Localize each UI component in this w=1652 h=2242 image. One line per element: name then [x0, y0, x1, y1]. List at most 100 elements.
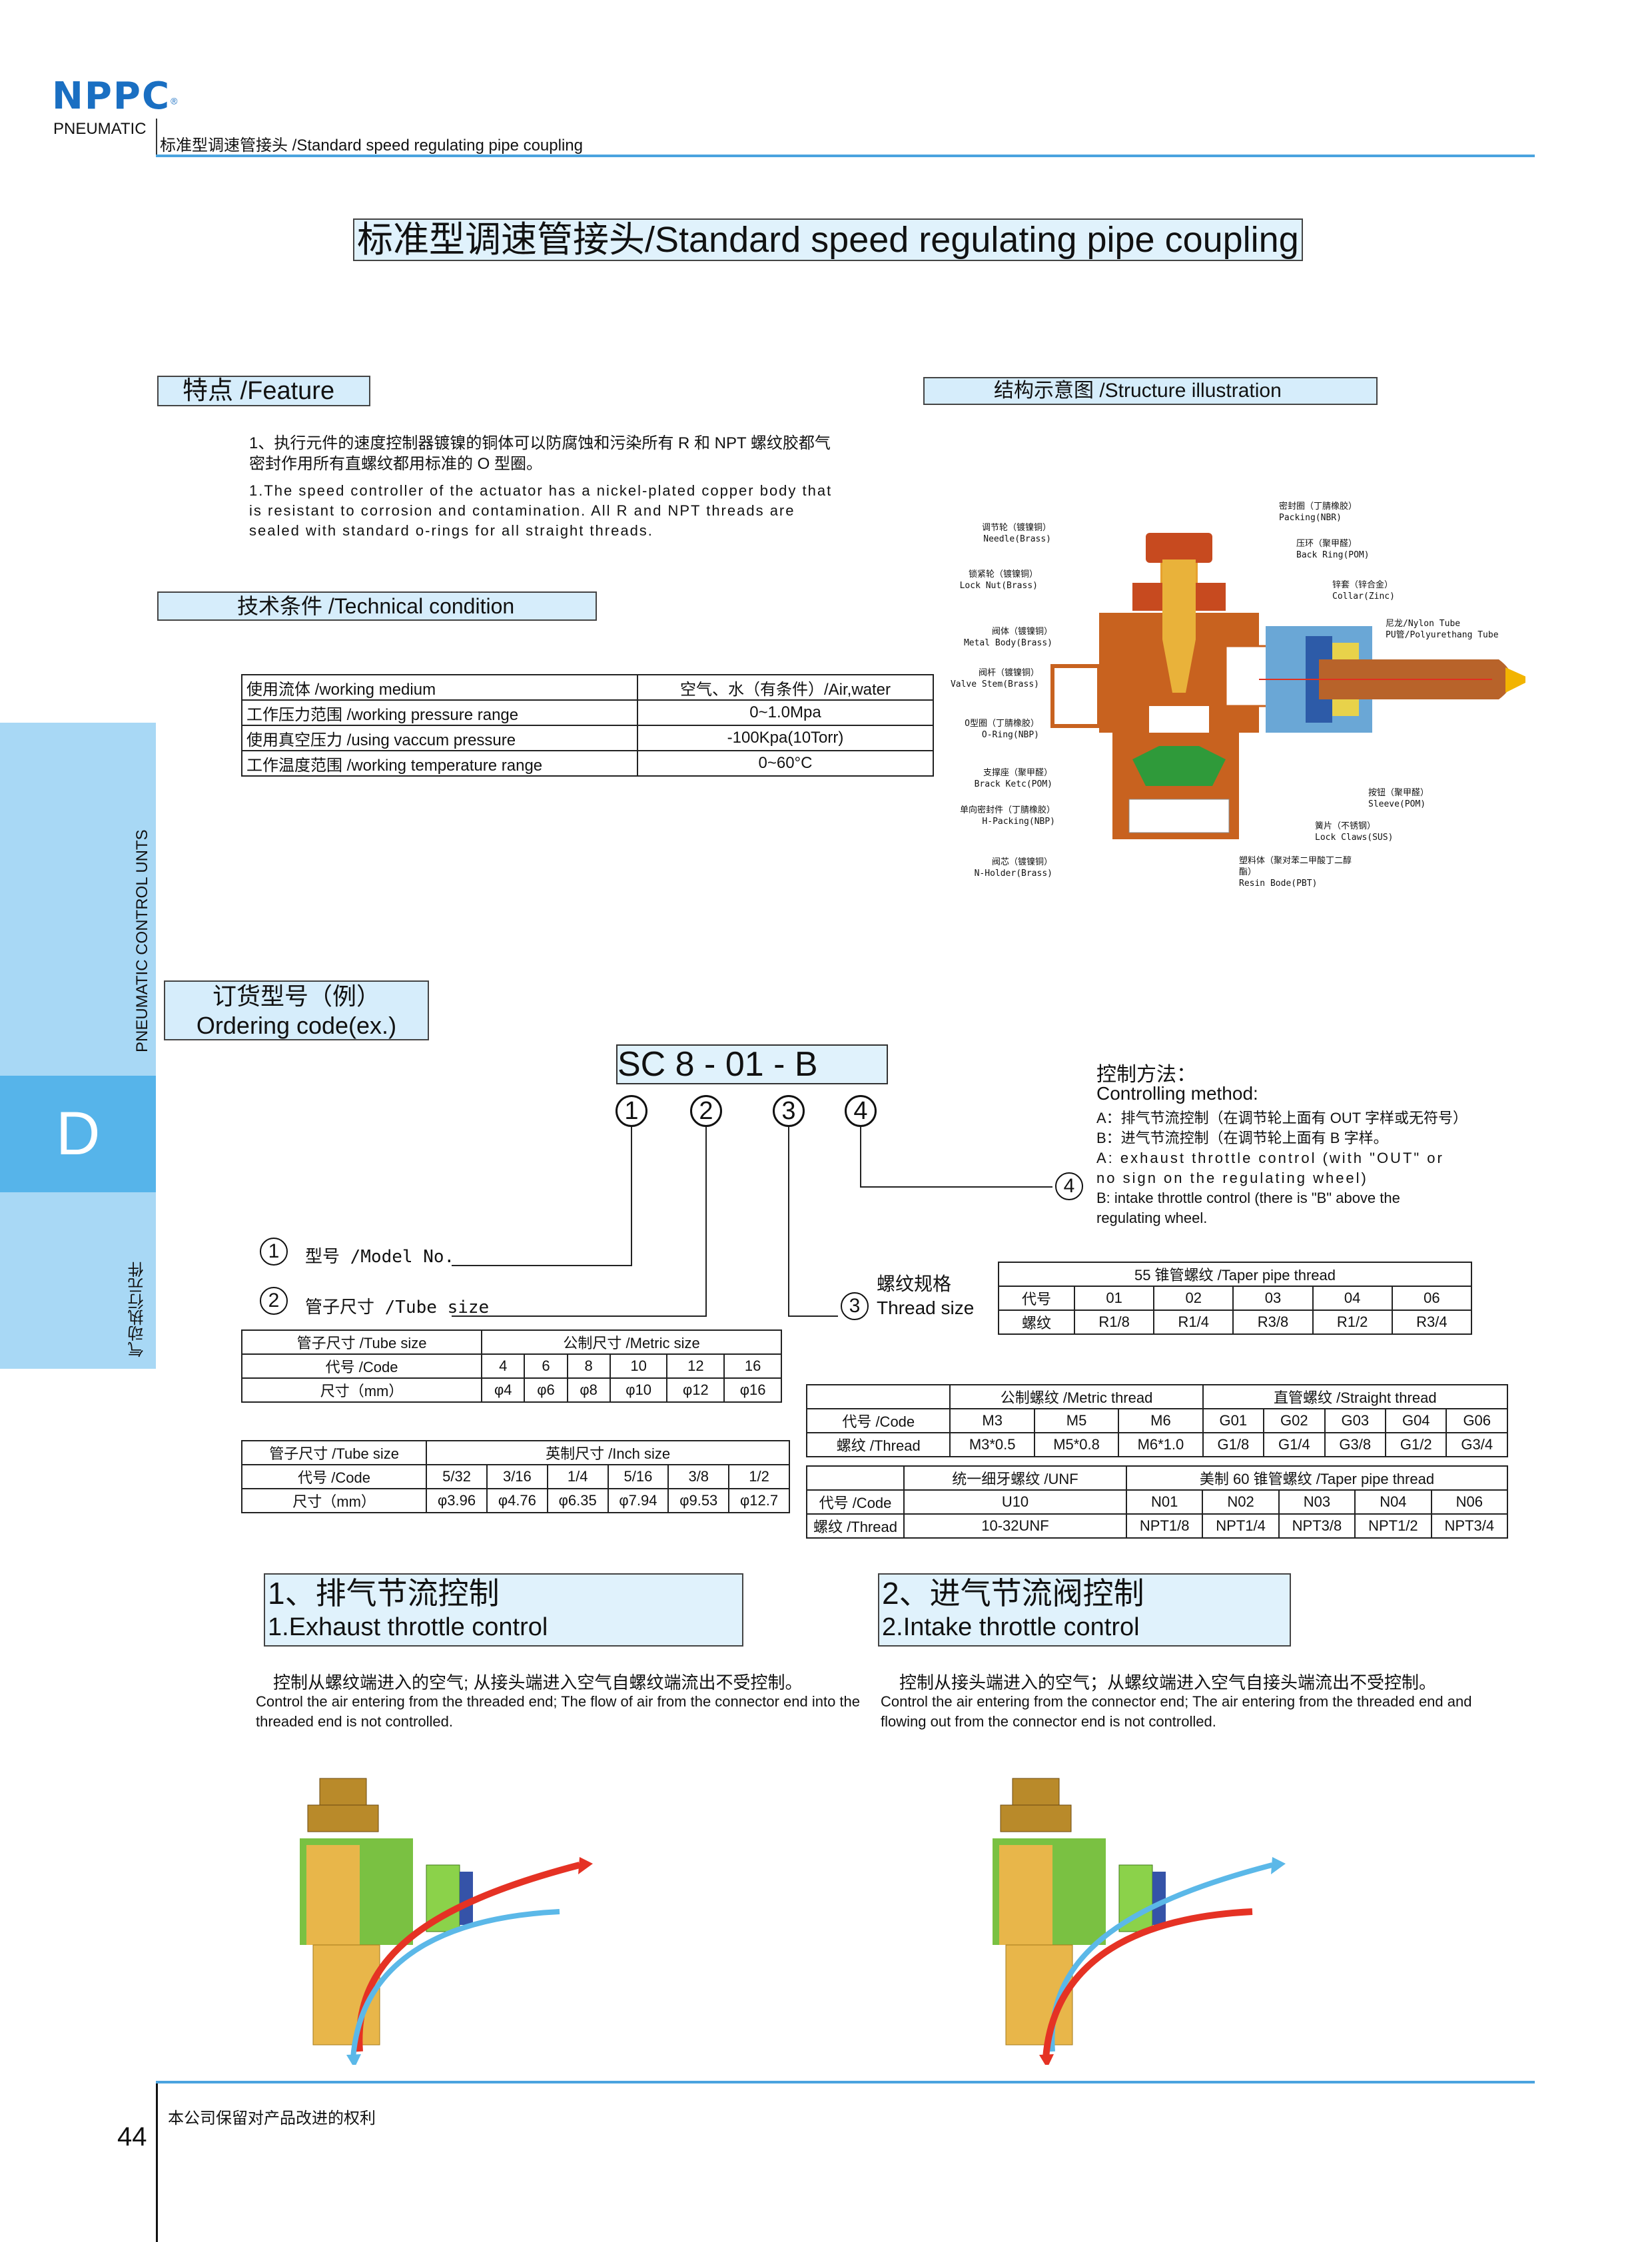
table-title: 公制尺寸 /Metric size — [481, 1329, 782, 1355]
thread-size-en: Thread size — [877, 1298, 975, 1318]
intake-heading: 2、进气节流阀控制 2.Intake throttle control — [878, 1573, 1291, 1647]
bracket — [1132, 746, 1226, 786]
cell: N06 — [1430, 1489, 1509, 1515]
passage — [1050, 664, 1101, 728]
cell: G1/4 — [1263, 1432, 1326, 1457]
ordering-heading-en: Ordering code(ex.) — [196, 1012, 397, 1039]
cell-value: 0~1.0Mpa — [637, 699, 934, 726]
footer-rule — [156, 2081, 1535, 2083]
release-ring — [1152, 1872, 1166, 1925]
code-num-4: 4 — [845, 1095, 877, 1127]
control-method-desc: A：排气节流控制（在调节轮上面有 OUT 字样或无符号） B：进气节流控制（在调… — [1096, 1108, 1467, 1228]
table-row: 螺纹 /Thread 10-32UNF NPT1/8 NPT1/4 NPT3/8… — [806, 1513, 1509, 1539]
cell: R1/2 — [1312, 1309, 1393, 1335]
page-title: 标准型调速管接头/Standard speed regulating pipe … — [353, 218, 1303, 261]
thread-table: 公制螺纹 /Metric thread 直管螺纹 /Straight threa… — [805, 1384, 1509, 1457]
cell: 5/32 — [426, 1464, 488, 1489]
inner-chamber — [1149, 706, 1209, 733]
adjust-knob — [319, 1778, 367, 1806]
label-resin-body: 塑料体（聚对苯二甲酸丁二醇酯）Resin Bode(PBT) — [1239, 856, 1352, 889]
cell: φ4.76 — [486, 1488, 548, 1513]
air-flow-red — [1042, 1908, 1253, 2059]
cell: G3/8 — [1324, 1432, 1387, 1457]
holder — [1128, 799, 1230, 833]
cell: R1/8 — [1073, 1309, 1155, 1335]
cell-value: 空气、水（有条件）/Air,water — [637, 674, 934, 701]
cell: φ12 — [666, 1377, 725, 1403]
cell-label: 工作温度范围 /working temperature range — [241, 750, 638, 777]
table-row: 公制螺纹 /Metric thread 直管螺纹 /Straight threa… — [805, 1384, 1509, 1409]
cell: NPT1/4 — [1202, 1513, 1280, 1539]
row-header: 代号 /Code — [805, 1408, 951, 1433]
lock-nut-shape — [1000, 1804, 1072, 1832]
intake-desc-cn: 控制从接头端进入的空气；从螺纹端进入空气自接头端流出不受控制。 — [899, 1673, 1437, 1692]
cell: M3 — [949, 1408, 1035, 1433]
logo-text: NPPC — [52, 75, 171, 118]
side-band-top — [0, 723, 156, 1076]
label-sleeve: 按钮（聚甲醛）Sleeve(POM) — [1368, 788, 1430, 809]
intake-title-cn: 2、进气节流阀控制 — [882, 1576, 1144, 1611]
feature-text-cn: 1、执行元件的速度控制器镀镍的铜体可以防腐蚀和污染所有 R 和 NPT 螺纹胶都… — [249, 434, 831, 473]
ordering-heading: 订货型号（例） Ordering code(ex.) — [164, 980, 429, 1040]
cell: NPT3/4 — [1430, 1513, 1509, 1539]
ordering-code: SC 8 - 01 - B — [616, 1044, 888, 1084]
header-divider — [156, 119, 157, 156]
cell: U10 — [903, 1489, 1127, 1515]
corner-cell — [806, 1465, 905, 1491]
cell: R3/4 — [1391, 1309, 1473, 1335]
row-header: 代号 /Code — [806, 1489, 905, 1515]
control-method-en: Controlling method: — [1096, 1083, 1258, 1104]
label-o-ring: O型圈（丁腈橡胶）O-Ring(NBP) — [965, 719, 1039, 740]
label-valve-stem: 阀杆（镀镍铜）Valve Stem(Brass) — [950, 668, 1039, 689]
table-row: 螺纹 R1/8 R1/4 R3/8 R1/2 R3/4 — [998, 1309, 1473, 1335]
cell-label: 使用真空压力 /using vaccum pressure — [241, 725, 638, 751]
label-bracket: 支撑座（聚甲醛）Brack Ketc(POM) — [974, 768, 1052, 789]
exhaust-desc-cn: 控制从螺纹端进入的空气; 从接头端进入空气自螺纹端流出不受控制。 — [273, 1673, 803, 1692]
intake-title-en: 2.Intake throttle control — [882, 1613, 1140, 1641]
table-row: 统一细牙螺纹 /UNF 美制 60 锥管螺纹 /Taper pipe threa… — [806, 1465, 1508, 1491]
cell-value: -100Kpa(10Torr) — [637, 725, 934, 751]
label-lock-claws: 簧片（不锈钢）Lock Claws(SUS) — [1315, 821, 1394, 843]
code-num-3: 3 — [773, 1095, 805, 1127]
structure-heading: 结构示意图 /Structure illustration — [923, 377, 1378, 405]
intake-desc-en: Control the air entering from the connec… — [881, 1693, 1472, 1730]
label-packing: 密封圈（丁腈橡胶）Packing(NBR) — [1279, 502, 1358, 523]
cell: 06 — [1391, 1286, 1473, 1311]
item-tube-size: 管子尺寸 /Tube size — [305, 1298, 490, 1317]
connector-3 — [788, 1127, 838, 1317]
item-num-1: 1 — [260, 1238, 288, 1266]
row-header: 代号 — [998, 1286, 1075, 1311]
label-lock-nut: 锁紧轮（镀镍铜）Lock Nut(Brass) — [959, 569, 1038, 591]
unf-npt-table: 统一细牙螺纹 /UNF 美制 60 锥管螺纹 /Taper pipe threa… — [806, 1465, 1509, 1539]
logo-subtitle: PNEUMATIC — [53, 120, 147, 138]
cell: 12 — [666, 1353, 725, 1379]
needle-cap — [1146, 533, 1212, 563]
cell: G1/2 — [1385, 1432, 1447, 1457]
label-collar: 锌套（锌合金）Collar(Zinc) — [1332, 580, 1395, 601]
table-row: 代号 /Code 4 6 8 10 12 16 — [240, 1353, 782, 1379]
cell: φ10 — [609, 1377, 668, 1403]
control-line-a-cn: A：排气节流控制（在调节轮上面有 OUT 字样或无符号） — [1096, 1110, 1467, 1126]
row-header: 管子尺寸 /Tube size — [240, 1440, 428, 1465]
cell: 4 — [481, 1353, 526, 1379]
arrow-blue-head — [346, 2054, 361, 2065]
connector-2 — [452, 1127, 707, 1317]
label-back-ring: 压环（聚甲醛）Back Ring(POM) — [1296, 539, 1370, 560]
cell: 03 — [1232, 1286, 1314, 1311]
cell: NPT1/2 — [1354, 1513, 1432, 1539]
taper-thread-table: 55 锥管螺纹 /Taper pipe thread 代号 01 02 03 0… — [998, 1262, 1473, 1335]
technical-heading: 技术条件 /Technical condition — [157, 591, 597, 621]
code-num-2: 2 — [690, 1095, 722, 1127]
thread-size-cn: 螺纹规格 — [877, 1274, 952, 1294]
cell: φ16 — [723, 1377, 782, 1403]
connector-1 — [452, 1127, 632, 1266]
cell: 16 — [723, 1353, 782, 1379]
label-holder: 阀芯（镀镍铜）N-Holder(Brass) — [974, 857, 1052, 879]
side-band-section — [0, 1076, 156, 1192]
adjust-knob — [1012, 1778, 1060, 1806]
control-line-a-en: A: exhaust throttle control (with "OUT" … — [1096, 1150, 1444, 1186]
exhaust-illustration — [300, 1778, 593, 2065]
metric-tube-table: 管子尺寸 /Tube size 公制尺寸 /Metric size 代号 /Co… — [240, 1329, 782, 1403]
